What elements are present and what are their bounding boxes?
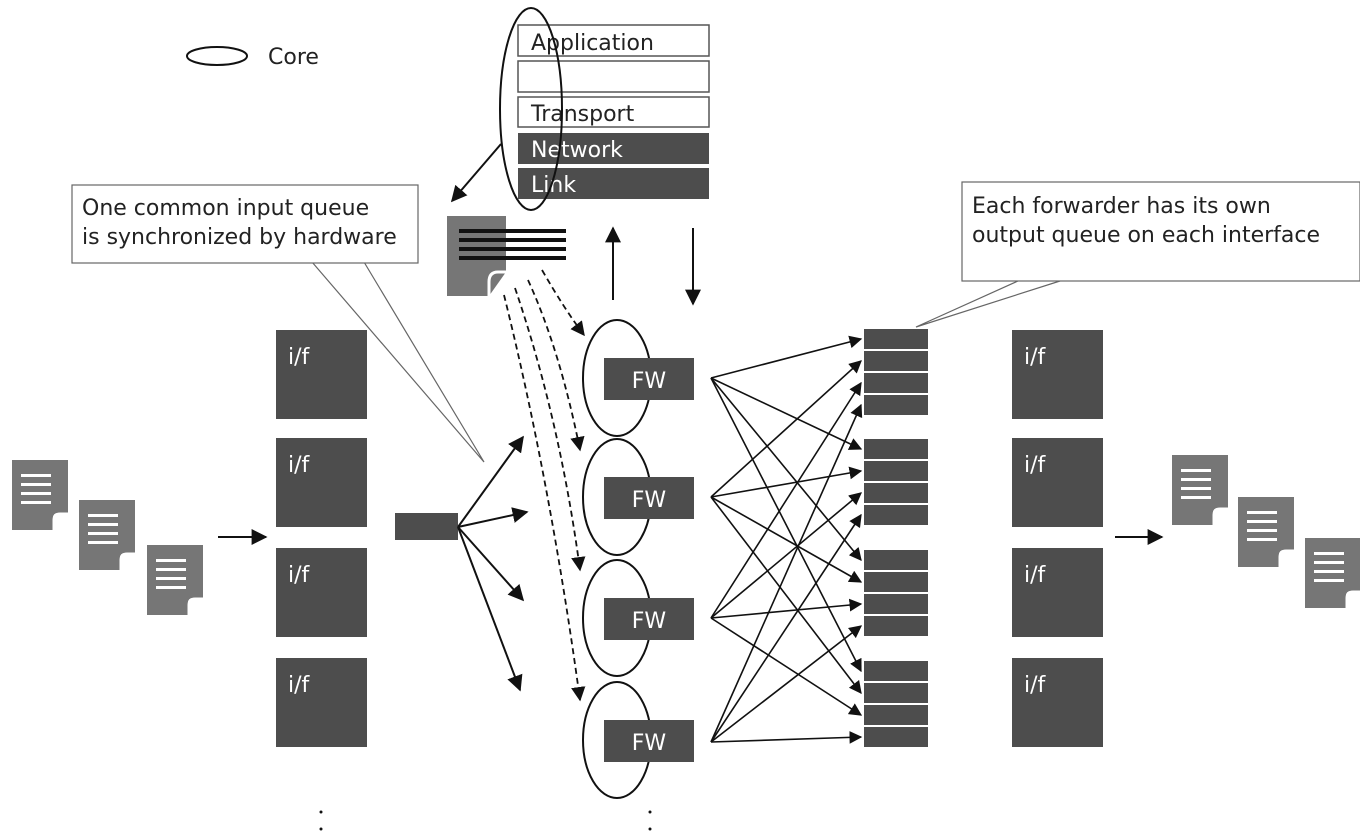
output-interface-label: i/f: [1024, 563, 1047, 588]
forwarder-box: [604, 598, 694, 640]
fanout-arrow: [710, 496, 862, 695]
ellipsis-dot: [319, 827, 323, 831]
forwarder-label: FW: [632, 731, 667, 756]
input-interface-label: i/f: [288, 563, 311, 588]
input-queue-callout-line1: One common input queue: [82, 196, 369, 221]
core-legend-icon: [186, 46, 248, 66]
fanout-arrow: [710, 492, 862, 619]
legend: Core: [186, 45, 319, 70]
output-queue-slot: [864, 705, 928, 725]
dashed-fetch-lines: [503, 269, 586, 702]
output-interface-box: [1012, 658, 1103, 747]
stack-layer-application-label: Application: [531, 31, 654, 56]
stack-layer-link: [518, 168, 709, 199]
ellipsis-dot: [648, 810, 652, 814]
stack-layer-transport-label: Transport: [530, 102, 635, 127]
output-queue-slot: [864, 616, 928, 636]
protocol-stack: Application Transport Network Link: [499, 7, 710, 211]
output-queue-slot: [864, 550, 928, 570]
stack-layer-network: [518, 133, 709, 164]
output-queue-slot: [864, 727, 928, 747]
forwarders: FW FW FW FW: [582, 319, 694, 831]
output-queue-slot: [864, 572, 928, 592]
fanout-arrow: [710, 403, 863, 743]
output-queue-callout-line2: output queue on each interface: [972, 223, 1320, 248]
forwarder-label: FW: [632, 488, 667, 513]
input-interface-label: i/f: [288, 345, 311, 370]
output-queue-slot: [864, 351, 928, 371]
packet-icon: [1236, 495, 1296, 569]
fanout-arrow: [710, 466, 863, 498]
output-queue-slot: [864, 395, 928, 415]
fanout-arrow: [710, 598, 863, 619]
output-queue-slot: [864, 461, 928, 481]
stack-core-ellipse: [499, 7, 563, 211]
packet-icon: [10, 458, 70, 532]
forwarder-box: [604, 720, 694, 762]
forwarder-label: FW: [632, 609, 667, 634]
fanout-arrow: [710, 496, 863, 583]
packet-icon: [1303, 536, 1360, 610]
forwarder-box: [604, 477, 694, 519]
stack-layer-network-label: Network: [531, 138, 623, 163]
stack-layer-empty: [517, 60, 710, 93]
ellipsis-dot: [319, 810, 323, 814]
incoming-packets: [10, 458, 268, 617]
fanout-arrow: [710, 377, 862, 561]
output-queue-slot: [864, 373, 928, 393]
output-interfaces: i/f i/f i/f i/f: [1012, 330, 1103, 747]
fanout-arrow: [710, 730, 863, 744]
output-queue-slot: [864, 683, 928, 703]
fanout-arrow: [710, 360, 862, 498]
output-interface-box: [1012, 330, 1103, 419]
fanout-arrow: [710, 377, 862, 673]
fanout-arrow: [710, 381, 862, 619]
input-interface-box: [276, 330, 367, 419]
shared-buffer-icon: [447, 216, 566, 296]
output-queues: [864, 329, 928, 747]
output-interface-label: i/f: [1024, 453, 1047, 478]
packet-icon: [145, 543, 205, 617]
outgoing-packets: [1115, 453, 1360, 610]
fanout-arrow: [710, 335, 863, 379]
input-interfaces: i/f i/f i/f i/f: [276, 330, 367, 831]
input-queue-callout-line2: is synchronized by hardware: [82, 225, 397, 250]
output-queue-callout-line1: Each forwarder has its own: [972, 194, 1271, 219]
packet-icon: [1170, 453, 1230, 527]
output-queue-slot: [864, 439, 928, 459]
output-queue-callout: Each forwarder has its own output queue …: [915, 181, 1360, 328]
core-legend-label: Core: [268, 45, 319, 70]
output-queue-slot: [864, 505, 928, 525]
input-interface-box: [276, 658, 367, 747]
output-queue-slot: [864, 329, 928, 349]
fanout-arrows: [710, 335, 863, 744]
stack-to-buffer-arrow: [450, 143, 502, 203]
output-queue-slot: [864, 594, 928, 614]
output-queue-slot: [864, 661, 928, 681]
output-queue-slot: [864, 483, 928, 503]
packet-icon: [77, 498, 137, 572]
output-interface-label: i/f: [1024, 673, 1047, 698]
forwarder-box: [604, 358, 694, 400]
input-interface-label: i/f: [288, 673, 311, 698]
fanout-arrow: [710, 617, 863, 716]
input-queue-callout: One common input queue is synchronized b…: [71, 184, 485, 463]
input-interface-box: [276, 438, 367, 527]
ellipsis-dot: [648, 827, 652, 831]
fanout-arrow: [710, 625, 863, 743]
input-dispatcher: [395, 435, 529, 692]
output-interface-box: [1012, 548, 1103, 637]
fanout-arrow: [710, 513, 862, 743]
input-queue-block: [395, 513, 458, 540]
forwarder-label: FW: [632, 369, 667, 394]
fanout-arrow: [710, 377, 863, 450]
output-interface-label: i/f: [1024, 345, 1047, 370]
input-interface-box: [276, 548, 367, 637]
output-interface-box: [1012, 438, 1103, 527]
input-interface-label: i/f: [288, 453, 311, 478]
stack-layer-transport: [517, 96, 710, 128]
